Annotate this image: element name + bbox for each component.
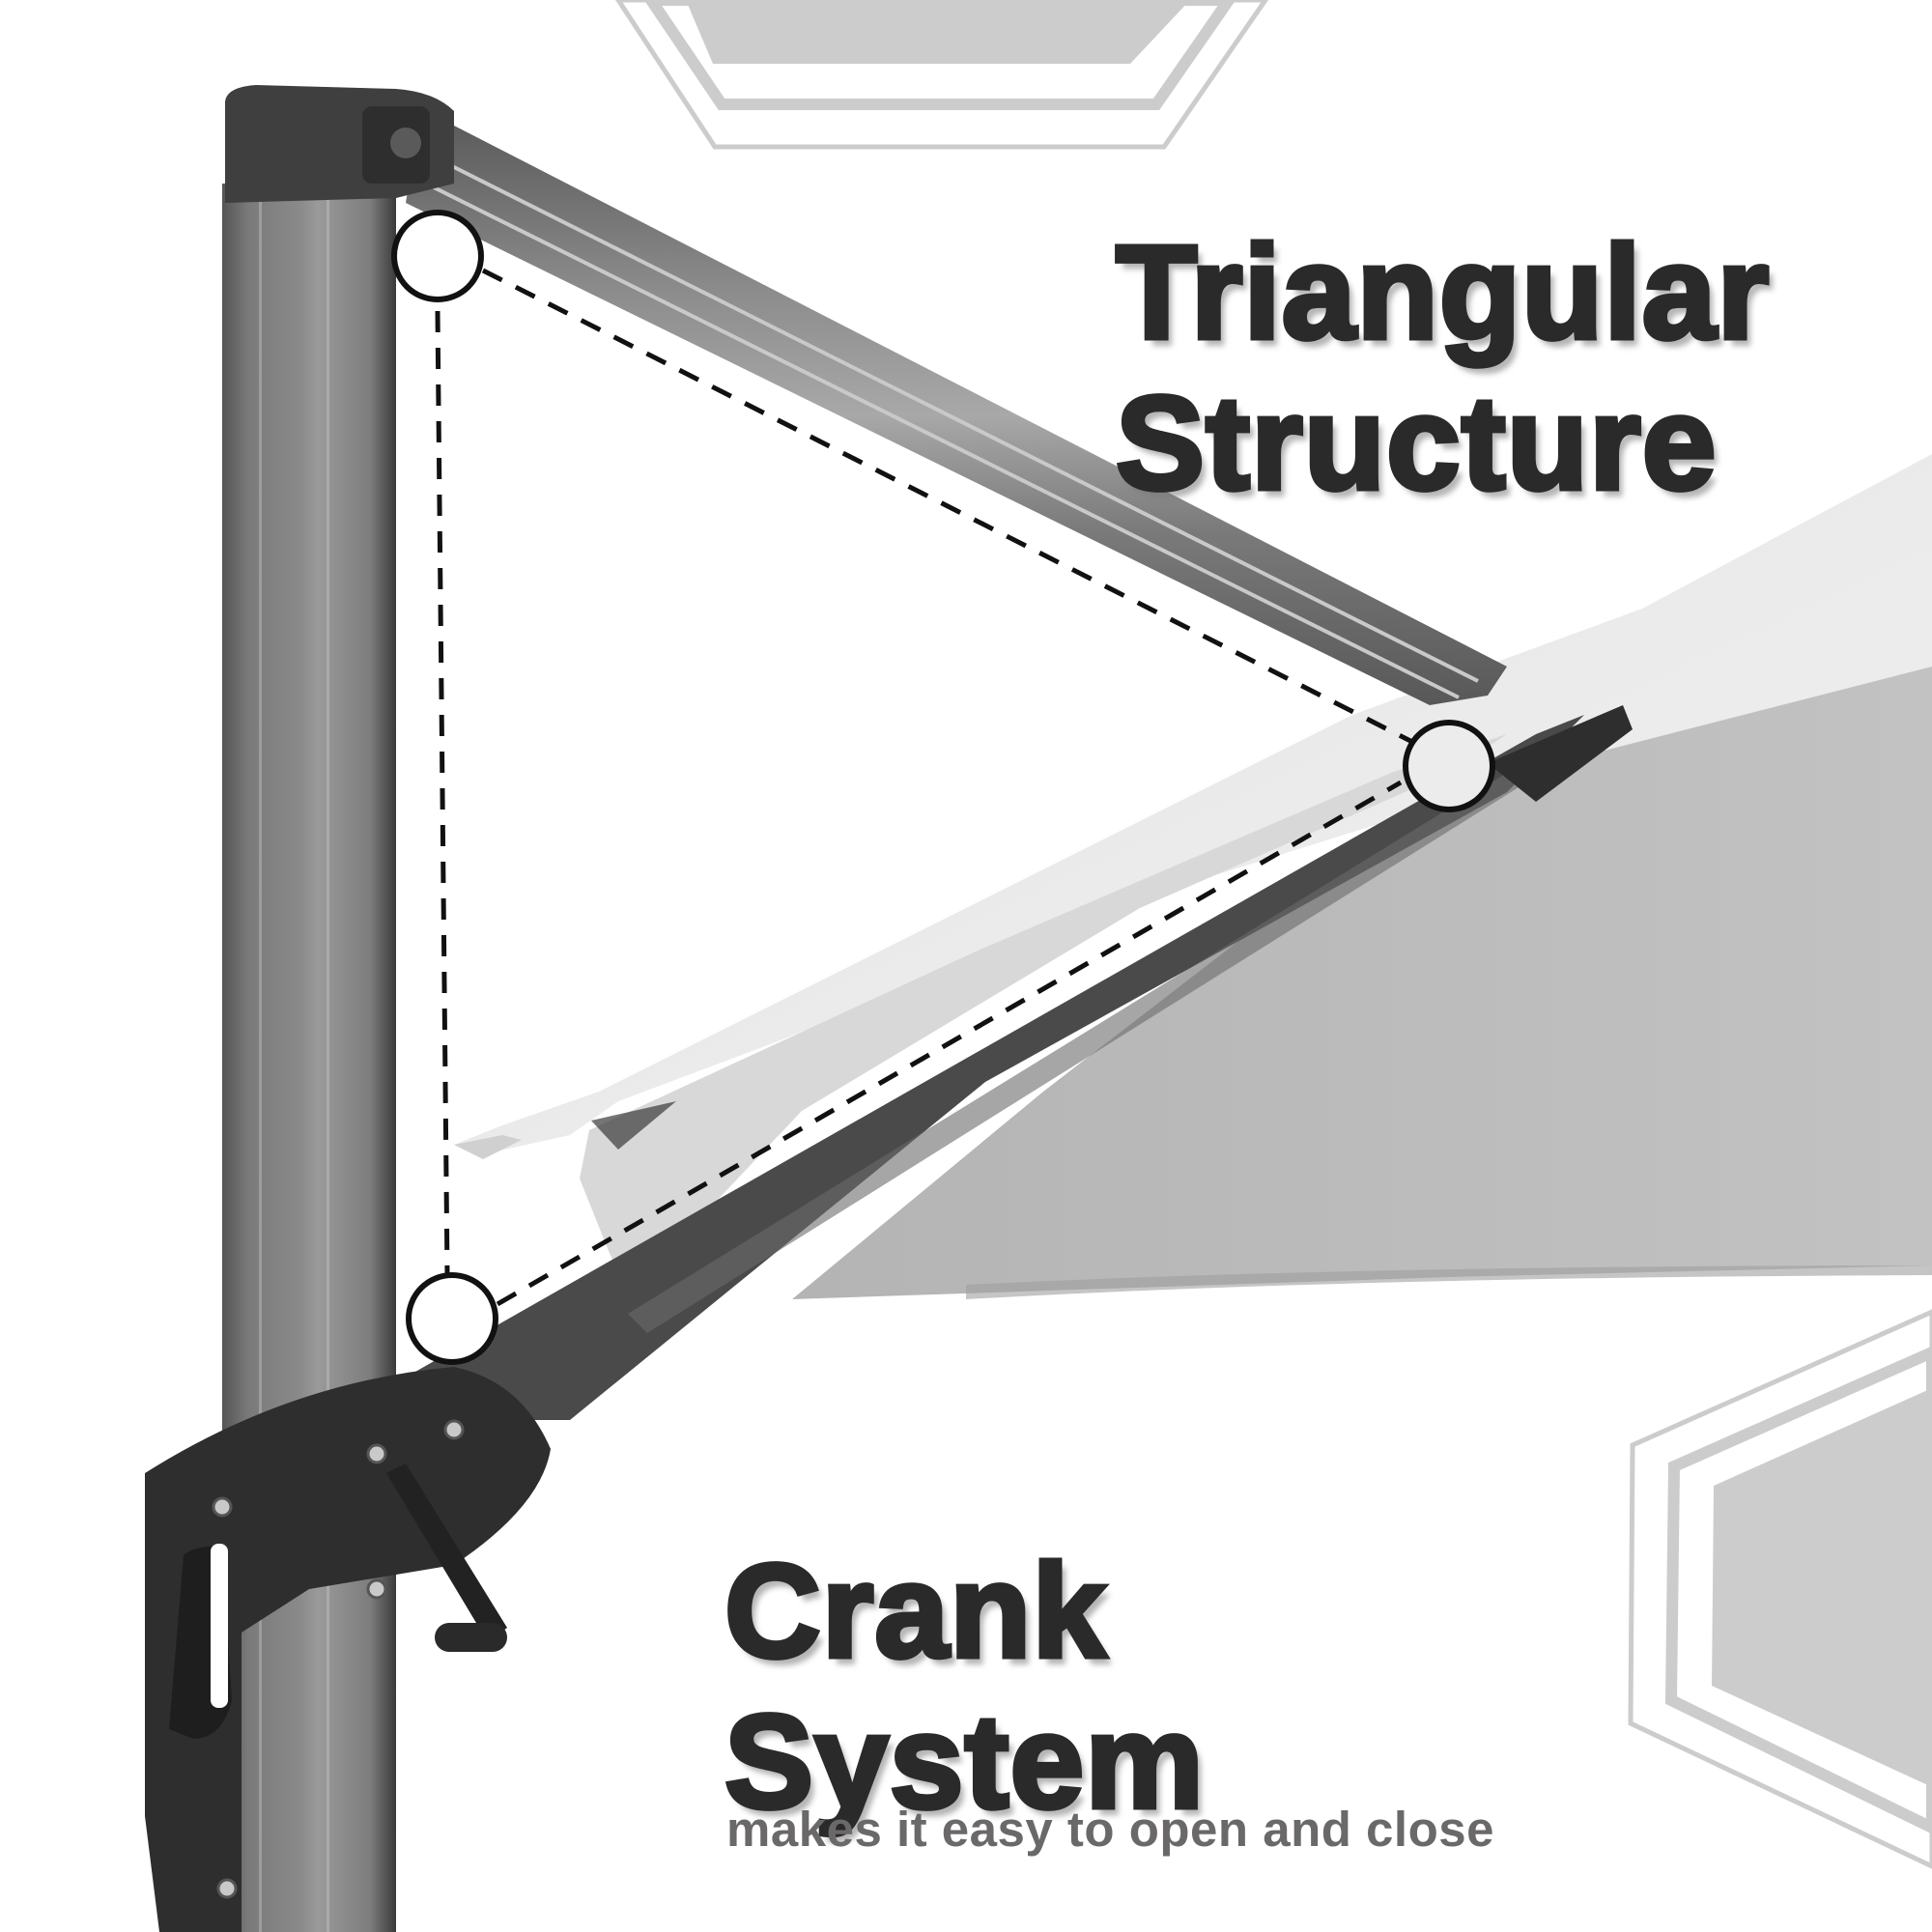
hexagon-bottom-right-icon [1628, 1309, 1932, 1869]
crank-system-heading: Crank System [723, 1535, 1207, 1839]
callout-circle-right-icon [1403, 720, 1495, 812]
triangular-structure-heading: Triangular Structure [1113, 216, 1771, 521]
heading-line-1: Crank [723, 1535, 1109, 1689]
lower-arm [415, 705, 1633, 1420]
canopy-top [454, 454, 1932, 1159]
triangle-diagram [435, 268, 1418, 1307]
pole [222, 184, 396, 1932]
heading-line-2: Structure [1113, 367, 1718, 521]
crank-system-subtitle: makes it easy to open and close [726, 1802, 1494, 1857]
upper-arm [406, 126, 1507, 705]
pole-top-cap [225, 85, 454, 203]
heading-line-2: System [723, 1686, 1207, 1839]
crank-housing [145, 1367, 551, 1932]
heading-line-1: Triangular [1113, 216, 1771, 370]
canopy-underside [792, 638, 1932, 1299]
hexagon-top-icon [615, 0, 1269, 150]
crank-handle-icon [386, 1463, 507, 1652]
callout-circle-bottom-icon [406, 1272, 498, 1365]
callout-circle-top-icon [391, 210, 484, 302]
